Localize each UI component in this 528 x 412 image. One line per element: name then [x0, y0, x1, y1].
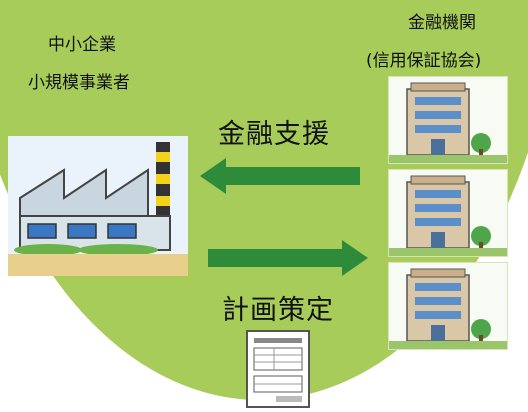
financial-support-label: 金融支援	[218, 119, 330, 150]
office-building-icon	[388, 262, 508, 350]
finance-label-line2: (信用保証協会)	[366, 51, 482, 71]
arrow-left-icon	[200, 158, 360, 194]
plan-formulation-label: 計画策定	[222, 295, 334, 326]
finance-label-line1: 金融機関	[408, 13, 476, 33]
sme-label-line2: 小規模事業者	[28, 73, 130, 93]
factory-icon	[8, 136, 188, 276]
office-building-icon	[388, 169, 508, 257]
sme-label-line1: 中小企業	[48, 35, 116, 55]
arrow-right-icon	[208, 240, 368, 276]
plan-document-icon	[246, 330, 310, 408]
office-building-icon	[388, 76, 508, 164]
